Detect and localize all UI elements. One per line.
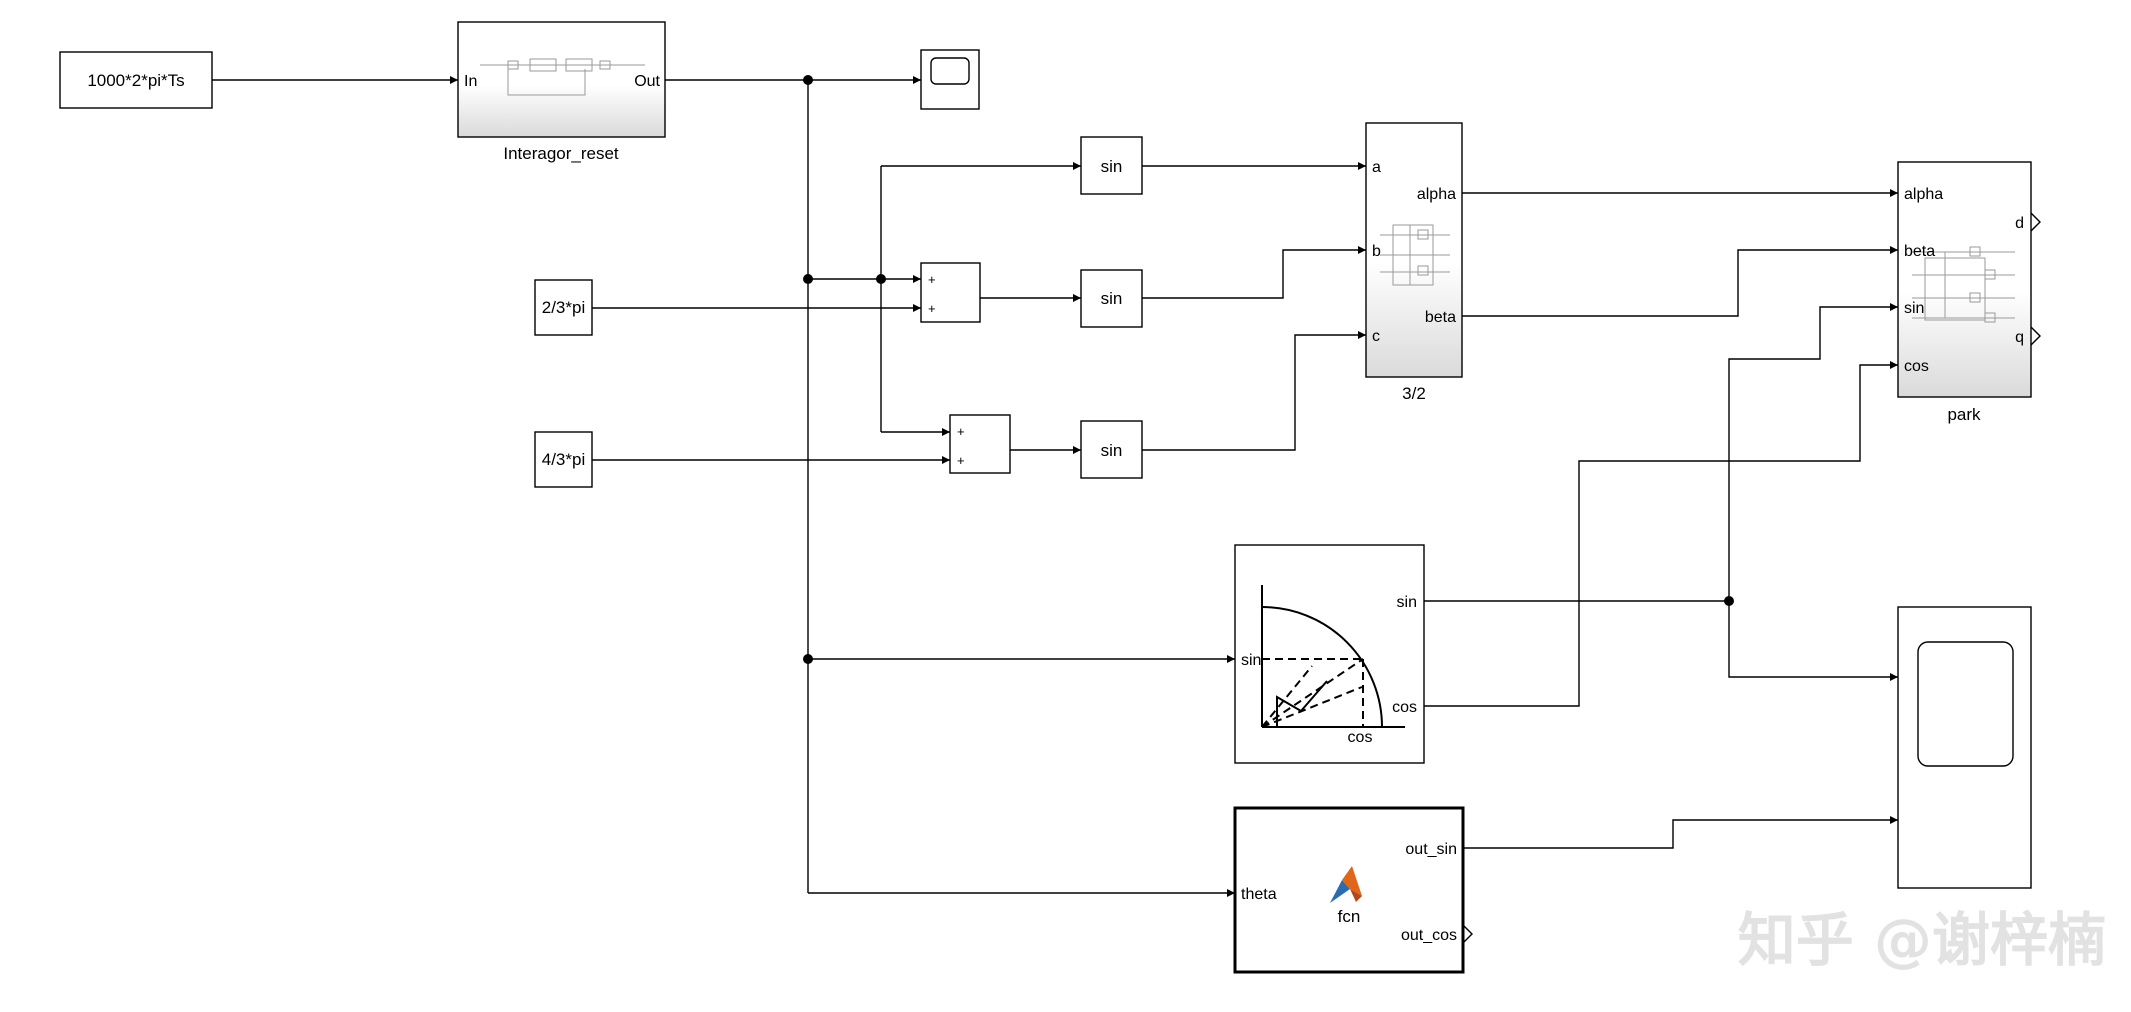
park-port-sin: sin <box>1904 300 1924 317</box>
junction-dots <box>803 75 1734 664</box>
clarke-transform-block[interactable]: a b c alpha beta 3/2 <box>1365 122 1463 403</box>
const-4-3-pi-block[interactable]: 4/3*pi <box>534 431 593 488</box>
sum2-plus-2: + <box>957 453 965 468</box>
wire-sin2-to-b[interactable] <box>1142 246 1366 299</box>
sin1-label: sin <box>1101 157 1123 176</box>
park-caption: park <box>1947 405 1981 424</box>
const-2-3-pi-block[interactable]: 2/3*pi <box>534 279 593 336</box>
integrator-caption: Interagor_reset <box>503 144 619 163</box>
sincos-out-sin-port: sin <box>1397 594 1417 611</box>
wire-sin-to-park[interactable] <box>1728 303 1898 601</box>
fcn-in-port: theta <box>1241 886 1277 903</box>
sin-block-1[interactable]: sin <box>1080 136 1143 195</box>
scope-screen-icon <box>1917 641 2014 767</box>
sum2-plus-1: + <box>957 424 965 439</box>
subsystem-icon <box>1380 224 1450 286</box>
sin-block-2[interactable]: sin <box>1080 269 1143 328</box>
freq-constant-label: 1000*2*pi*Ts <box>87 71 184 90</box>
sin-block-3[interactable]: sin <box>1080 420 1143 479</box>
subsystem-icon <box>1912 246 2015 323</box>
wire-fcn-to-scope2[interactable] <box>1463 816 1898 849</box>
park-out-d-port-icon[interactable] <box>2030 212 2041 232</box>
scope-screen-icon <box>930 57 970 85</box>
scope-block-1[interactable] <box>920 49 980 110</box>
sum-block-1[interactable]: + + <box>920 262 981 323</box>
sincos-in-port: sin <box>1241 652 1261 669</box>
const-4-3-pi-label: 4/3*pi <box>542 450 585 469</box>
integrator-block[interactable]: In Out Interagor_reset <box>457 21 666 163</box>
matlab-function-block[interactable]: theta fcn out_sin out_cos <box>1233 806 1473 974</box>
signal-lines <box>212 76 1898 897</box>
fcn-label: fcn <box>1338 907 1361 926</box>
sin3-label: sin <box>1101 441 1123 460</box>
sincos-quadrant-icon <box>1261 585 1405 728</box>
matlab-logo-icon <box>1330 866 1362 903</box>
freq-constant-block[interactable]: 1000*2*pi*Ts <box>59 51 213 109</box>
subsystem-icon <box>480 58 645 96</box>
clarke-caption: 3/2 <box>1402 384 1426 403</box>
clarke-port-a: a <box>1372 159 1381 176</box>
wire-sin-to-scope2[interactable] <box>1728 601 1898 681</box>
fcn-out-sin-port: out_sin <box>1405 841 1457 858</box>
fcn-out-cos-port-icon[interactable] <box>1462 924 1473 944</box>
sum1-plus-1: + <box>928 272 936 287</box>
sincos-block[interactable]: sin sin cos cos <box>1234 544 1425 764</box>
fcn-out-cos-port: out_cos <box>1401 927 1457 944</box>
wire-cos-to-park[interactable] <box>1424 361 1898 707</box>
park-transform-block[interactable]: alpha beta sin cos d q park <box>1897 161 2041 424</box>
watermark-text: 知乎 @谢梓楠 <box>1738 906 2106 974</box>
integrator-in-port: In <box>464 73 477 90</box>
sum-block-2[interactable]: + + <box>949 414 1011 474</box>
park-port-cos: cos <box>1904 358 1929 375</box>
wire-beta-to-park[interactable] <box>1462 246 1898 317</box>
const-2-3-pi-label: 2/3*pi <box>542 298 585 317</box>
park-port-alpha: alpha <box>1904 186 1943 203</box>
park-out-q-port-icon[interactable] <box>2030 326 2041 346</box>
wire-sin3-to-c[interactable] <box>1142 331 1366 451</box>
scope-block-2[interactable] <box>1897 606 2032 889</box>
sum1-plus-2: + <box>928 301 936 316</box>
park-port-q: q <box>2015 329 2024 346</box>
integrator-out-port: Out <box>634 73 660 90</box>
sincos-icon-cos-label: cos <box>1348 729 1373 746</box>
clarke-port-c: c <box>1372 328 1380 345</box>
sincos-out-cos-port: cos <box>1392 699 1417 716</box>
park-port-d: d <box>2015 215 2024 232</box>
park-port-beta: beta <box>1904 243 1935 260</box>
sin2-label: sin <box>1101 289 1123 308</box>
clarke-port-beta: beta <box>1425 309 1456 326</box>
clarke-port-alpha: alpha <box>1417 186 1456 203</box>
clarke-port-b: b <box>1372 243 1381 260</box>
